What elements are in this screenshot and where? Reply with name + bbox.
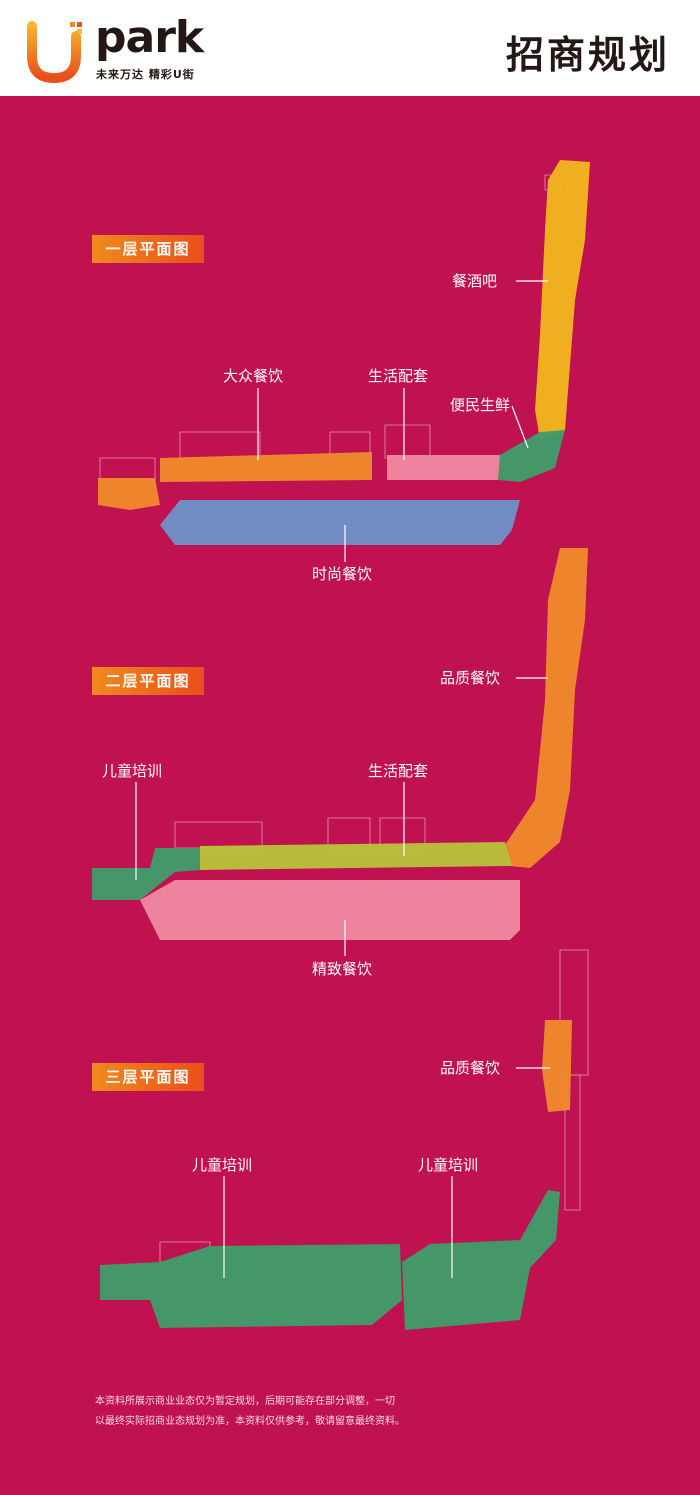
disclaimer-line: 本资料所展示商业业态仅为暂定规划，后期可能存在部分调整，一切 [95, 1396, 395, 1407]
floor3-zone-kids-west [100, 1244, 402, 1328]
floor1-zone-casual-west [98, 478, 160, 510]
floor2-zone-quality [505, 548, 588, 868]
zone-label-bar: 餐酒吧 [452, 272, 498, 290]
floor1-zone-fresh [498, 430, 565, 482]
disclaimer-line: 以最终实际招商业态规划为准，本资料仅供参考，敬请留意最终资料。 [95, 1416, 405, 1427]
floor1-zone-bar [535, 160, 590, 440]
zone-label-fresh-market: 便民生鲜 [450, 396, 511, 414]
logo-slogan: 未来万达 精彩U街 [96, 68, 195, 81]
zone-label-kids-training: 儿童培训 [102, 762, 163, 780]
floor3-zone-kids-east [402, 1190, 560, 1330]
floor3-zone-quality [542, 1020, 572, 1112]
zone-label-kids-training-west: 儿童培训 [192, 1156, 253, 1174]
floor2-tag: 二层平面图 [92, 667, 204, 695]
floor1-tag: 一层平面图 [92, 235, 204, 263]
zone-label-kids-training-east: 儿童培训 [418, 1156, 479, 1174]
floor1-zone-fashion [160, 500, 520, 545]
floor1-zone-life [387, 455, 500, 480]
zone-label-quality-dining: 品质餐饮 [440, 1059, 501, 1077]
zone-label-life-services: 生活配套 [368, 367, 429, 385]
zone-label-life-services: 生活配套 [368, 762, 429, 780]
disclaimer: 本资料所展示商业业态仅为暂定规划，后期可能存在部分调整，一切 以最终实际招商业态… [95, 1392, 615, 1432]
upark-logo-icon [27, 21, 82, 84]
floor1-zone-casual [160, 452, 372, 482]
zone-label-quality-dining: 品质餐饮 [440, 669, 501, 687]
floor2-zone-fine [140, 880, 520, 940]
page-title: 招商规划 [505, 33, 670, 77]
floor3-tag: 三层平面图 [92, 1063, 204, 1091]
logo-wordmark: park [95, 12, 204, 63]
zone-label-fine-dining: 精致餐饮 [312, 960, 373, 978]
leader-fresh [511, 405, 529, 449]
floor2-zone-life [200, 842, 512, 870]
zone-label-casual-dining: 大众餐饮 [223, 367, 284, 385]
zone-label-fashion-dining: 时尚餐饮 [312, 565, 373, 583]
floor2-zone-kids [92, 848, 200, 900]
header-bar: park 未来万达 精彩U街 招商规划 [0, 0, 700, 96]
